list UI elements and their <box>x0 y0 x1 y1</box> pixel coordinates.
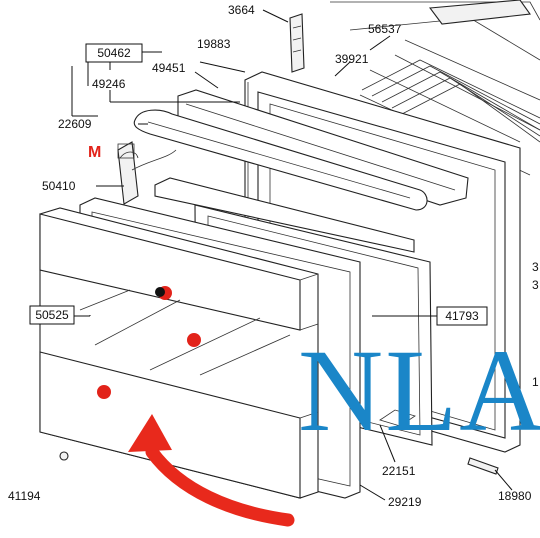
edge-label-3b: 3 <box>532 278 539 292</box>
part-label-22151: 22151 <box>382 464 416 478</box>
door-handle-assembly <box>133 89 469 211</box>
screw-hole <box>155 287 165 297</box>
marker-dot-2 <box>187 333 201 347</box>
screw-41194 <box>59 451 69 461</box>
part-labels: 3664 56537 19883 49451 39921 49246 22609… <box>8 3 539 509</box>
label-box-50462 <box>85 43 143 63</box>
part-label-49451: 49451 <box>152 61 186 75</box>
hinge-part <box>289 13 305 73</box>
part-label-19883: 19883 <box>197 37 231 51</box>
edge-label-3a: 3 <box>532 260 539 274</box>
clip-18980 <box>467 457 499 475</box>
part-label-3664: 3664 <box>228 3 255 17</box>
marker-dot-3 <box>97 385 111 399</box>
red-markers <box>97 286 201 399</box>
rotation-arrow <box>128 414 295 527</box>
marker-m: M <box>88 144 101 161</box>
part-label-41793: 41793 <box>445 309 479 323</box>
part-label-39921: 39921 <box>335 52 369 66</box>
oven-rack <box>361 59 540 143</box>
watermark-text: NLA <box>298 325 540 456</box>
part-label-29219: 29219 <box>388 495 422 509</box>
part-label-50462: 50462 <box>97 46 131 60</box>
label-box-50525 <box>29 305 75 325</box>
part-label-22609: 22609 <box>58 117 92 131</box>
label-box-41793 <box>436 306 488 326</box>
oven-shelf-edge <box>428 0 531 25</box>
part-label-50525: 50525 <box>35 308 69 322</box>
part-label-18980: 18980 <box>498 489 532 503</box>
leader-lines <box>71 9 513 501</box>
boxed-labels: 50462 50525 41793 <box>29 43 488 326</box>
latch-clip <box>379 409 416 427</box>
door-hinge <box>117 141 177 205</box>
part-label-56537: 56537 <box>368 22 402 36</box>
loose-parts <box>59 451 499 475</box>
part-label-49246: 49246 <box>92 77 126 91</box>
edge-label-1: 1 <box>532 375 539 389</box>
part-label-50410: 50410 <box>42 179 76 193</box>
part-label-41194: 41194 <box>8 489 41 503</box>
door-handle <box>133 109 428 211</box>
